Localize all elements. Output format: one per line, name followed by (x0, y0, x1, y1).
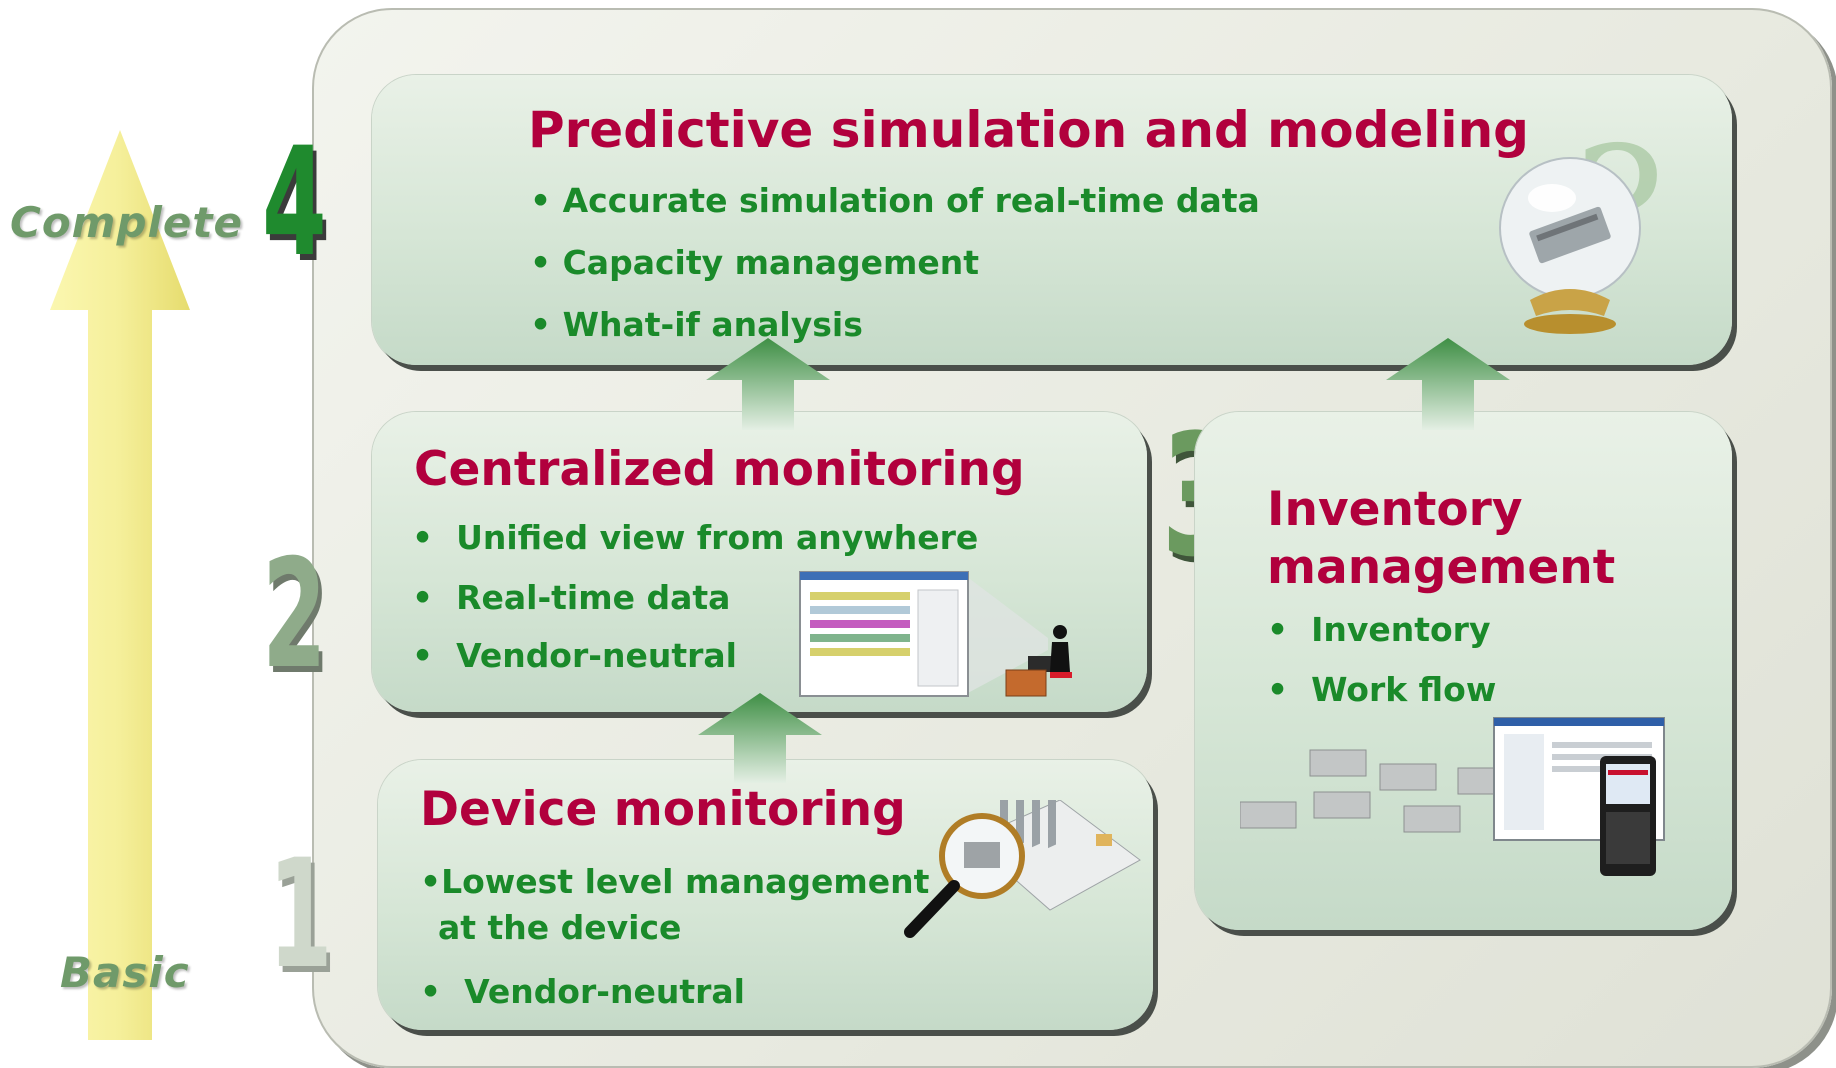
level-4-numeral: 4 (262, 116, 327, 290)
level-3-bullet-1: • Inventory (1267, 610, 1491, 649)
level-2-numeral: 2 (262, 528, 327, 702)
maturity-axis-arrow (50, 130, 190, 1040)
arrow-level-3-to-4 (1386, 338, 1510, 430)
level-2-bullet-2: • Real-time data (412, 578, 731, 617)
level-1-bullet-1-cont: at the device (438, 908, 682, 947)
magnifier-floorplan-icon (904, 800, 1141, 938)
level-2-title: Centralized monitoring (414, 442, 1025, 497)
monitoring-screen-and-operator-icon (799, 571, 1072, 697)
asset-blocks-and-handheld-icon (1240, 717, 1665, 876)
level-3-box: Inventory management • Inventory • Work … (1195, 412, 1732, 930)
level-1-numeral: 1 (268, 828, 333, 1002)
axis-bottom-label: Basic (60, 948, 190, 997)
level-1-bullet-2: • Vendor-neutral (420, 972, 745, 1011)
level-3-title-line-1: Inventory (1267, 482, 1523, 537)
crystal-ball-question-icon: ? (1499, 128, 1665, 334)
level-4-bullet-2: • Capacity management (530, 243, 980, 282)
level-2-bullet-3: • Vendor-neutral (412, 636, 737, 675)
level-1-bullet-1: •Lowest level management (420, 862, 930, 901)
axis-top-label: Complete (10, 198, 243, 247)
level-4-bullet-3: • What-if analysis (530, 305, 863, 344)
level-2-bullet-1: • Unified view from anywhere (412, 518, 979, 557)
level-4-bullet-1: • Accurate simulation of real-time data (530, 181, 1260, 220)
arrow-level-1-to-2 (698, 693, 822, 783)
arrow-level-2-to-4 (706, 338, 830, 430)
level-3-bullet-2: • Work flow (1267, 670, 1497, 709)
level-1-title: Device monitoring (420, 782, 906, 837)
level-3-title-line-2: management (1267, 540, 1616, 595)
level-4-title: Predictive simulation and modeling (528, 101, 1529, 159)
